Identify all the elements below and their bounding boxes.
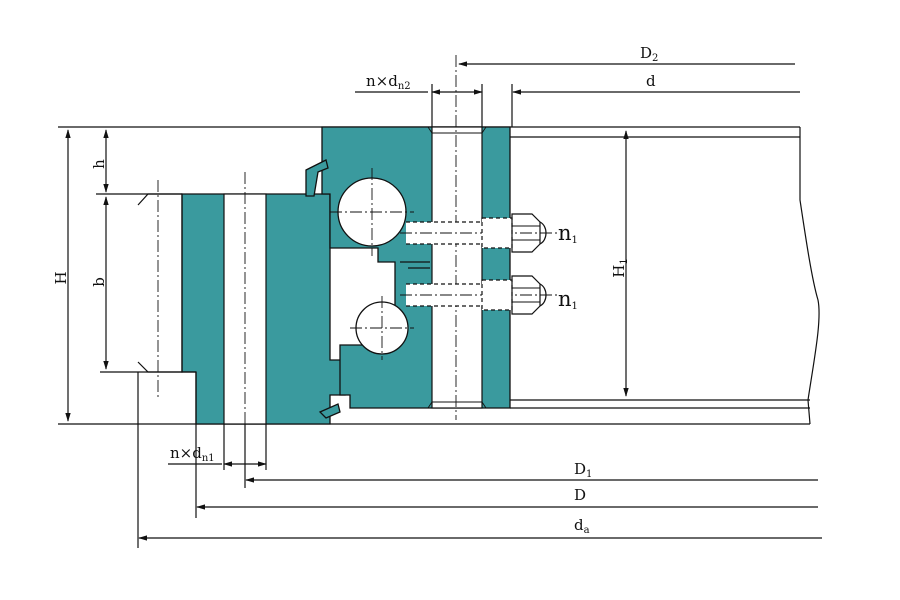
- dimension-h: h: [90, 129, 182, 195]
- dimension-H: H: [52, 129, 71, 422]
- dimension-d: d: [481, 72, 800, 127]
- label-D1: D1: [574, 460, 592, 480]
- dimension-da: da: [137, 372, 822, 548]
- label-n1-upper: n1: [558, 221, 578, 246]
- label-h: h: [90, 159, 108, 169]
- seals: [305, 159, 341, 419]
- label-d: d: [646, 72, 656, 90]
- label-da: da: [574, 516, 590, 536]
- label-n-dn2: n×dn2: [366, 72, 411, 92]
- label-n1-lower: n1: [558, 287, 578, 312]
- dimension-D1: D1: [244, 424, 818, 488]
- bolt-lower: [400, 275, 560, 315]
- label-H1: H1: [610, 258, 630, 277]
- dimension-D2: D2: [458, 44, 795, 67]
- bolt-upper: [400, 213, 560, 253]
- inner-ring: [100, 172, 346, 470]
- label-D: D: [574, 486, 586, 504]
- dimension-n-dn2: n×dn2: [355, 72, 483, 127]
- label-H: H: [52, 271, 70, 284]
- label-b: b: [90, 277, 108, 287]
- dimension-D: D: [195, 424, 818, 518]
- rolling-balls: [330, 168, 414, 360]
- label-n-dn1: n×dn1: [170, 444, 215, 464]
- dimension-n-dn1: n×dn1: [168, 424, 267, 470]
- dimension-H1: H1: [610, 130, 630, 397]
- dimension-b: b: [90, 196, 109, 370]
- label-D2: D2: [640, 44, 658, 64]
